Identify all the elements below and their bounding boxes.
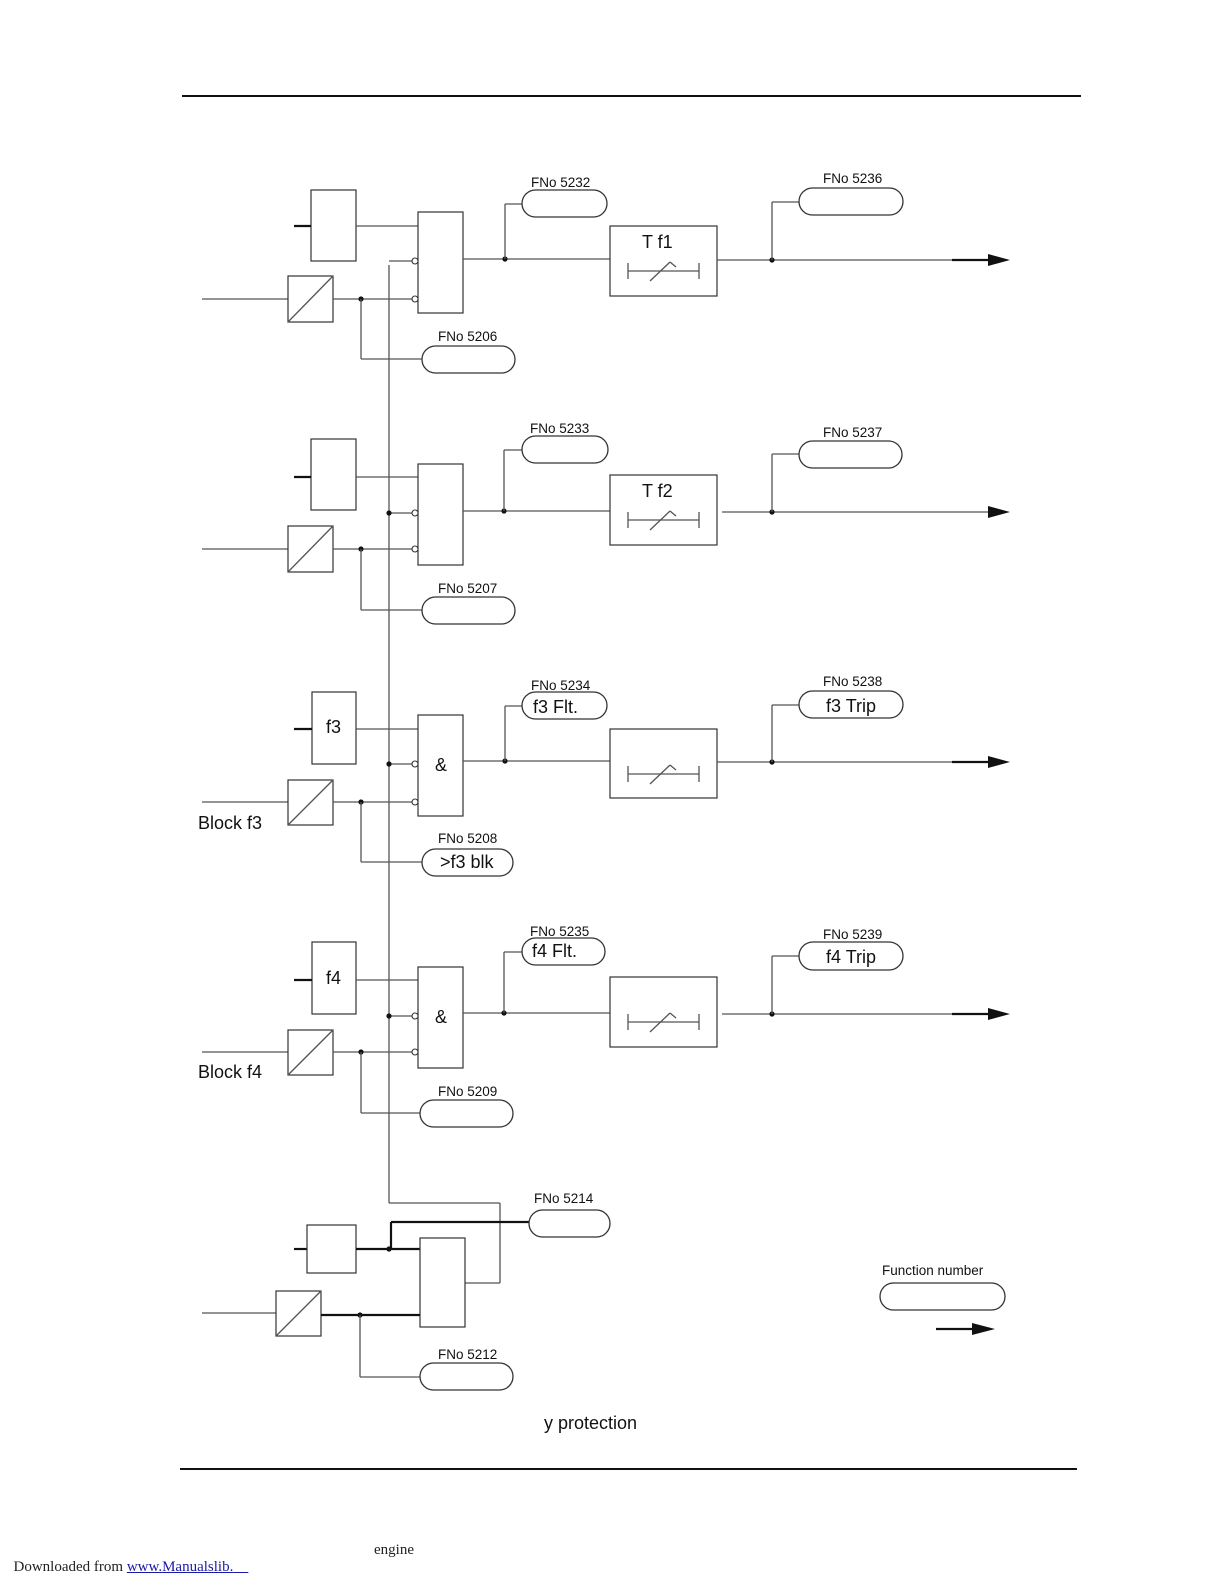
stage2-pickup-box bbox=[311, 439, 356, 510]
input-block-f4: Block f4 bbox=[198, 1062, 262, 1082]
legend-function-number-label: Function number bbox=[882, 1263, 984, 1278]
stage4-pickup-label: f4 bbox=[326, 968, 341, 988]
legend-arrow bbox=[972, 1323, 995, 1335]
bottom-pickup-box bbox=[307, 1225, 356, 1273]
stage1-and-gate bbox=[418, 212, 463, 313]
label-fno5236: FNo 5236 bbox=[823, 171, 882, 186]
timer-tf3 bbox=[610, 729, 717, 798]
label-fno5212: FNo 5212 bbox=[438, 1347, 497, 1362]
pill-fno5206 bbox=[422, 346, 515, 373]
msg-f3-flt: f3 Flt. bbox=[533, 697, 578, 717]
label-fno5207: FNo 5207 bbox=[438, 581, 497, 596]
timer-tf4 bbox=[610, 977, 717, 1047]
trip-output-arrow-3 bbox=[988, 756, 1010, 768]
pill-fno5212 bbox=[420, 1363, 513, 1390]
timer-tf2-label: T f2 bbox=[642, 481, 673, 501]
stage2-and-gate bbox=[418, 464, 463, 565]
bottom-block: FNo 5214 FNo 5212 bbox=[202, 1191, 610, 1390]
pill-fno5237 bbox=[799, 441, 902, 468]
stage4-and-symbol: & bbox=[435, 1007, 447, 1027]
label-fno5238: FNo 5238 bbox=[823, 674, 882, 689]
legend-function-number-pill bbox=[880, 1283, 1005, 1310]
msg-f4-flt: f4 Flt. bbox=[532, 941, 577, 961]
label-fno5235: FNo 5235 bbox=[530, 924, 589, 939]
trip-output-arrow-2 bbox=[988, 506, 1010, 518]
label-fno5209: FNo 5209 bbox=[438, 1084, 497, 1099]
label-fno5208: FNo 5208 bbox=[438, 831, 497, 846]
pill-fno5236 bbox=[799, 188, 903, 215]
msg-f3-trip: f3 Trip bbox=[826, 696, 876, 716]
label-fno5214: FNo 5214 bbox=[534, 1191, 594, 1206]
footer-link[interactable]: www.Manualslib. bbox=[127, 1559, 249, 1575]
pill-fno5233 bbox=[522, 436, 608, 463]
trip-output-arrow-1 bbox=[988, 254, 1010, 266]
pill-fno5232 bbox=[522, 190, 607, 217]
label-fno5232: FNo 5232 bbox=[531, 175, 590, 190]
msg-f3-blk: >f3 blk bbox=[440, 852, 495, 872]
stage3-and-symbol: & bbox=[435, 755, 447, 775]
footer-engine: engine bbox=[374, 1542, 414, 1559]
bottom-gate bbox=[420, 1238, 465, 1327]
trip-output-arrow-4 bbox=[988, 1008, 1010, 1020]
legend: Function number bbox=[880, 1263, 1005, 1335]
pill-fno5207 bbox=[422, 597, 515, 624]
footer: Downloaded from www.Manualslib. engine bbox=[6, 1542, 248, 1593]
label-fno5206: FNo 5206 bbox=[438, 329, 497, 344]
stage1-pickup-box bbox=[311, 190, 356, 261]
stage-1: FNo 5232 T f1 FNo 5236 FNo 5206 bbox=[202, 171, 1010, 373]
input-block-f3: Block f3 bbox=[198, 813, 262, 833]
label-fno5234: FNo 5234 bbox=[531, 678, 591, 693]
timer-tf1-label: T f1 bbox=[642, 232, 673, 252]
msg-f4-trip: f4 Trip bbox=[826, 947, 876, 967]
stage3-pickup-label: f3 bbox=[326, 717, 341, 737]
stage-2: FNo 5233 T f2 FNo 5237 FNo 5207 bbox=[202, 421, 1010, 624]
label-fno5237: FNo 5237 bbox=[823, 425, 882, 440]
figure-caption: y protection bbox=[544, 1413, 637, 1433]
footer-downloaded-from: Downloaded from bbox=[14, 1559, 127, 1575]
pill-fno5214 bbox=[529, 1210, 610, 1237]
stage-3: f3 Block f3 & FNo 5234 f3 Flt. bbox=[198, 674, 1010, 876]
pill-fno5209 bbox=[420, 1100, 513, 1127]
stage-4: f4 Block f4 & FNo 5235 f4 Flt. bbox=[198, 924, 1010, 1127]
label-fno5239: FNo 5239 bbox=[823, 927, 882, 942]
label-fno5233: FNo 5233 bbox=[530, 421, 589, 436]
